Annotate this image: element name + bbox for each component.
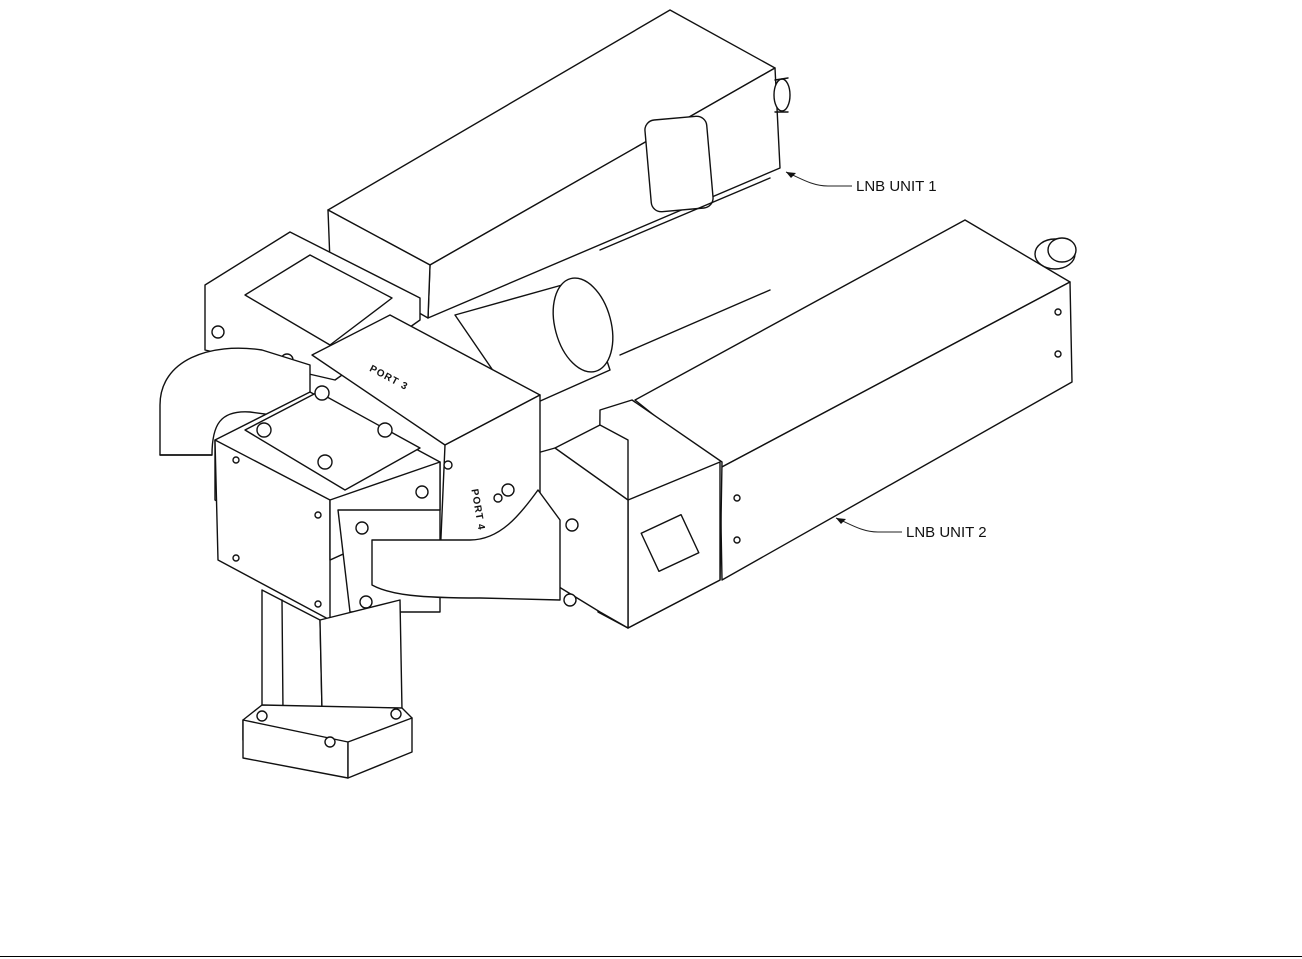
leader-arrowhead-1 — [786, 172, 796, 178]
lnb-unit-1-body — [328, 10, 790, 318]
vertical-waveguide — [243, 590, 412, 778]
lnb-unit-2-callout: LNB UNIT 2 — [836, 518, 987, 541]
lnb-unit-1-label: LNB UNIT 1 — [856, 178, 937, 195]
page-bottom-rule — [0, 956, 1302, 957]
lnb-unit-1-callout: LNB UNIT 1 — [786, 172, 937, 195]
leader-arrowhead-2 — [836, 518, 846, 524]
lnb-unit-2-label: LNB UNIT 2 — [906, 524, 987, 541]
